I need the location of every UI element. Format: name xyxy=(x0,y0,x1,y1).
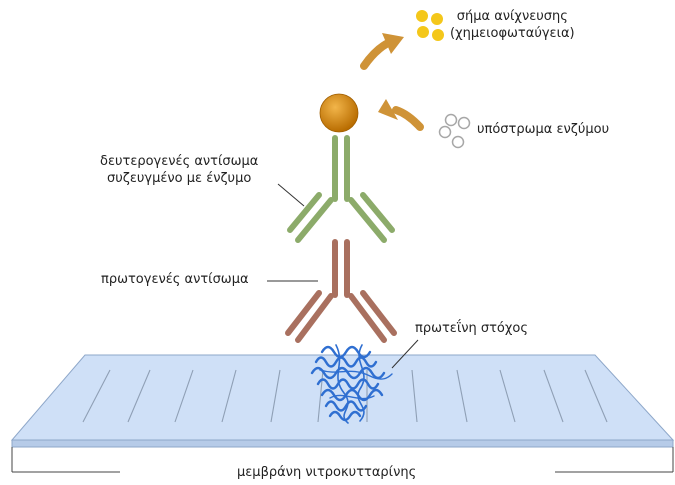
enzyme-sphere xyxy=(320,94,358,132)
secondary-antibody-label-line2: συζευγμένο με ένζυμο xyxy=(100,170,258,187)
primary-antibody-label: πρωτογενές αντίσωμα xyxy=(101,271,249,288)
secondary-antibody xyxy=(290,138,392,240)
nitrocellulose-membrane xyxy=(12,355,673,472)
secondary-antibody-label-line1: δευτερογενές αντίσωμα xyxy=(100,153,258,170)
secondary-antibody-label: δευτερογενές αντίσωμα συζευγμένο με ένζυ… xyxy=(100,153,258,187)
enzyme-substrate-label: υπόστρωμα ενζύμου xyxy=(477,121,609,138)
detection-signal-label-line2: (χημειοφωταύγεια) xyxy=(450,25,575,42)
leader-line-secondary xyxy=(278,184,304,206)
membrane-front-face xyxy=(12,440,673,447)
detection-signal-label-line1: σήμα ανίχνευσης xyxy=(450,8,575,25)
detection-signal-label: σήμα ανίχνευσης (χημειοφωταύγεια) xyxy=(450,8,575,42)
label-leader-lines xyxy=(267,184,418,368)
membrane-label: μεμβράνη νιτροκυτταρίνης xyxy=(237,464,416,481)
primary-antibody xyxy=(288,242,394,340)
substrate-circles xyxy=(440,115,470,148)
signal-arrow-icon xyxy=(364,33,404,66)
detection-signal-dots xyxy=(416,10,444,41)
target-protein-label: πρωτεΐνη στόχος xyxy=(415,320,528,337)
substrate-arrow-icon xyxy=(378,99,420,127)
